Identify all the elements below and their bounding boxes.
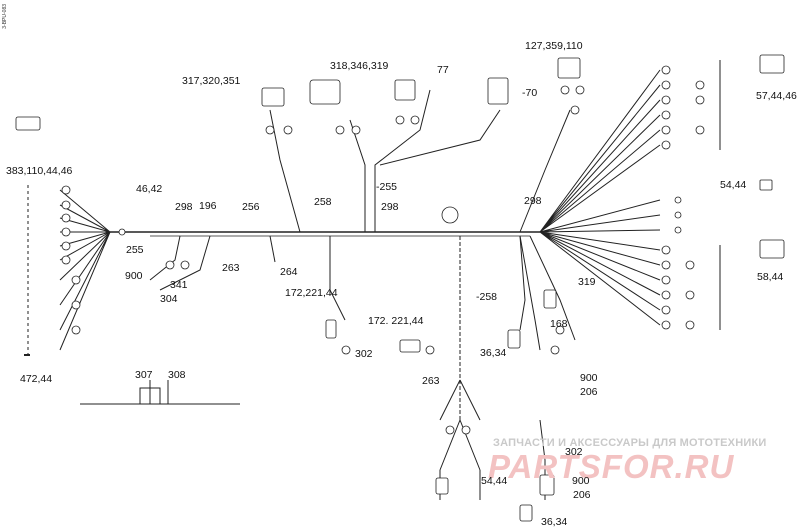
part-label: -255 [376, 181, 398, 193]
part-label: 302 [355, 348, 373, 360]
part-label: 255 [126, 244, 144, 256]
part-label: 308 [168, 369, 186, 381]
part-label: 54,44 [481, 475, 508, 487]
part-label: 298 [524, 195, 542, 207]
part-label: 258 [314, 196, 332, 208]
part-label: 54,44 [720, 179, 747, 191]
watermark-logo: PARTSFOR.RU [488, 448, 735, 485]
part-label: 298 [381, 201, 399, 213]
part-label: 263 [222, 262, 240, 274]
part-label: 341 [170, 279, 188, 291]
part-label: 900 [572, 475, 590, 487]
watermark-tagline: ЗАПЧАСТИ И АКСЕССУАРЫ ДЛЯ МОТОТЕХНИКИ [493, 437, 767, 449]
part-label: 302 [565, 446, 583, 458]
part-label: 206 [573, 489, 591, 501]
part-label: 77 [437, 64, 449, 76]
part-label: 900 [125, 270, 143, 282]
part-label: 206 [580, 386, 598, 398]
part-label: 900 [580, 372, 598, 384]
part-label: 319 [578, 276, 596, 288]
part-label: 57,44,46 [756, 90, 797, 102]
part-label: 127,359,110 [525, 40, 583, 52]
part-label: 172. 221,44 [368, 315, 424, 327]
part-label: 256 [242, 201, 260, 213]
part-label: -258 [476, 291, 498, 303]
part-label: 46,42 [136, 183, 163, 195]
part-label: 318,346,319 [330, 60, 389, 72]
part-label: 58,44 [757, 271, 784, 283]
part-label: -70 [522, 87, 538, 99]
part-label: 36,34 [541, 516, 568, 528]
part-label: 264 [280, 266, 298, 278]
part-label: 36,34 [480, 347, 507, 359]
part-label: 472,44 [20, 373, 53, 385]
part-label: 168 [550, 318, 568, 330]
part-label: 196 [199, 200, 217, 212]
part-label: 317,320,351 [182, 75, 241, 87]
part-label: 298 [175, 201, 193, 213]
part-label: 383,110,44,46 [6, 165, 73, 177]
part-label: 307 [135, 369, 153, 381]
part-label: 263 [422, 375, 440, 387]
part-label: 172,221,44 [285, 287, 338, 299]
part-label: 304 [160, 293, 178, 305]
